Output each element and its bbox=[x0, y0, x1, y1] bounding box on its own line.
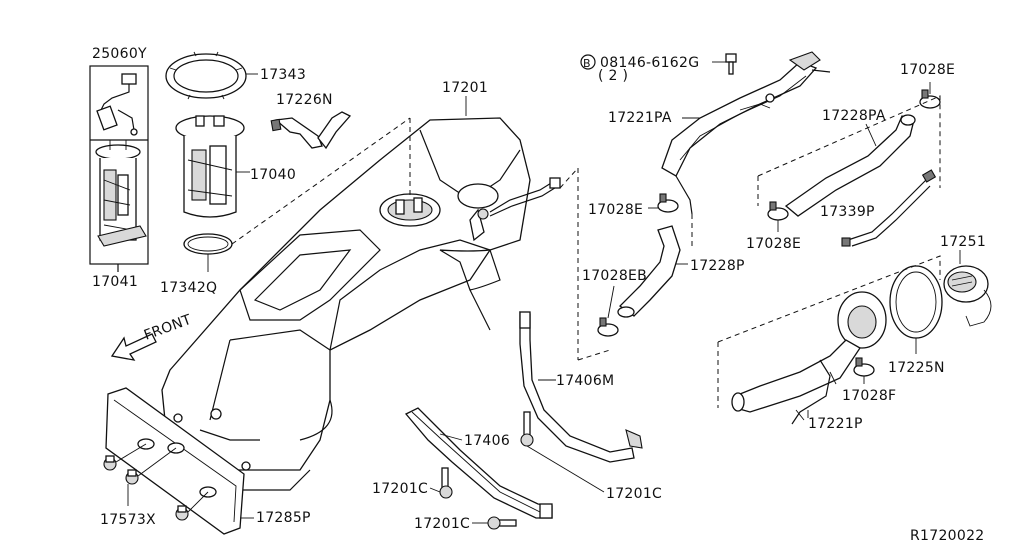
bolt-17201C-right bbox=[520, 411, 605, 493]
label-17342Q: 17342Q bbox=[160, 280, 217, 296]
label-17339P: 17339P bbox=[820, 204, 875, 220]
protector-plate-17285P bbox=[105, 387, 254, 535]
label-17406: 17406 bbox=[464, 433, 510, 449]
tank-strap-17406 bbox=[404, 407, 553, 519]
label-17221P: 17221P bbox=[808, 416, 863, 432]
bolt-17201C-bottom bbox=[472, 516, 517, 530]
sender-pump-box bbox=[89, 65, 149, 272]
fuel-level-sender-25060Y bbox=[96, 73, 138, 136]
bolts-17573X bbox=[103, 443, 209, 521]
label-25060Y: 25060Y bbox=[92, 46, 147, 62]
label-17040: 17040 bbox=[250, 167, 296, 183]
vent-tube-17339P bbox=[841, 169, 937, 247]
label-17028E-c: 17028E bbox=[746, 236, 801, 252]
label-17221PA: 17221PA bbox=[608, 110, 672, 126]
bolt-17201C-middle bbox=[429, 467, 453, 499]
label-17343: 17343 bbox=[260, 67, 306, 83]
label-17028EB: 17028EB bbox=[582, 268, 647, 284]
label-17201C-bottom: 17201C bbox=[414, 516, 470, 532]
lock-ring-17343 bbox=[165, 51, 258, 100]
label-17041: 17041 bbox=[92, 274, 138, 290]
label-17251: 17251 bbox=[940, 234, 986, 250]
label-17028F: 17028F bbox=[842, 388, 896, 404]
label-bolt-code: 08146-6162G bbox=[600, 55, 699, 71]
filler-tube-17221PA bbox=[661, 51, 831, 215]
fuel-pump-module-17041 bbox=[95, 140, 147, 247]
label-17225N: 17225N bbox=[888, 360, 945, 376]
label-17228P: 17228P bbox=[690, 258, 745, 274]
fuel-pump-17040 bbox=[175, 115, 250, 218]
clamp-17028E-a bbox=[648, 193, 679, 213]
label-17226N: 17226N bbox=[276, 92, 333, 108]
bolt-08146-6162G bbox=[580, 53, 737, 75]
clamp-17028EB bbox=[597, 285, 619, 337]
gasket-17342Q bbox=[183, 233, 233, 272]
hose-17228PA bbox=[784, 114, 916, 217]
hose-17228P bbox=[617, 225, 688, 318]
front-direction-arrow bbox=[110, 333, 157, 361]
tank-strap-17406M bbox=[519, 311, 643, 463]
label-17285P: 17285P bbox=[256, 510, 311, 526]
label-17573X: 17573X bbox=[100, 512, 156, 528]
filler-neck-17221P bbox=[731, 291, 887, 425]
hose-17226N bbox=[270, 111, 352, 150]
clamp-17028E-b bbox=[919, 82, 941, 109]
label-bolt-qty: ( 2 ) bbox=[598, 68, 628, 84]
gasket-17225N bbox=[889, 265, 943, 354]
reference-number: R1720022 bbox=[910, 528, 984, 544]
label-bolt-b: B bbox=[583, 57, 591, 70]
filler-cap-17251 bbox=[943, 250, 992, 327]
label-17406M: 17406M bbox=[556, 373, 614, 389]
label-17228PA: 17228PA bbox=[822, 108, 886, 124]
label-front: FRONT bbox=[142, 312, 194, 344]
clamp-17028F bbox=[853, 357, 875, 384]
label-17028E-b: 17028E bbox=[900, 62, 955, 78]
clamp-17028E-c bbox=[767, 201, 789, 232]
label-17201-tank: 17201 bbox=[442, 80, 488, 96]
label-17201C-right: 17201C bbox=[606, 486, 662, 502]
label-17201C-middle: 17201C bbox=[372, 481, 428, 497]
label-17028E-a: 17028E bbox=[588, 202, 643, 218]
